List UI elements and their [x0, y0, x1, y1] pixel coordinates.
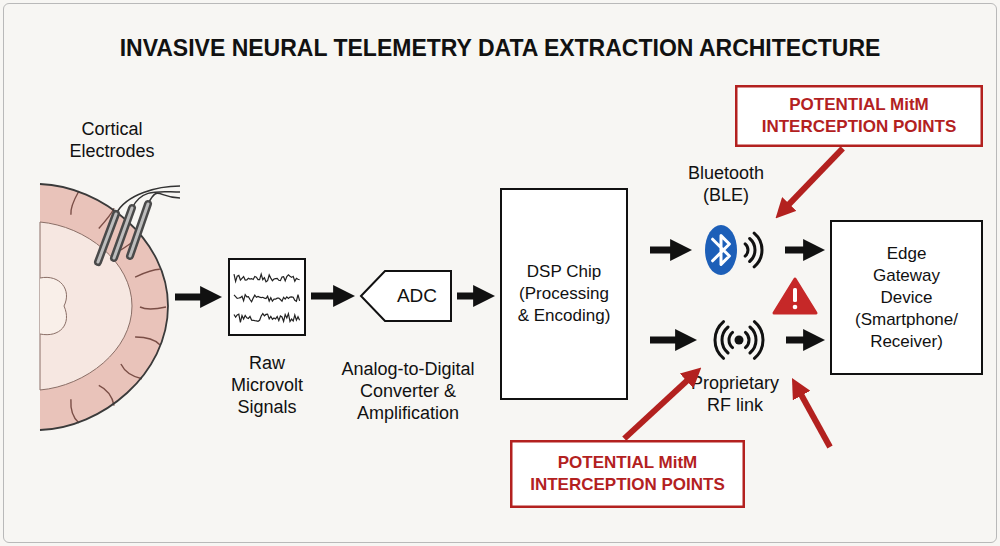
waveform-trace — [234, 295, 300, 302]
signal-wave — [745, 244, 748, 256]
callout-box: POTENTIAL MitM INTERCEPTION POINTS — [735, 85, 983, 147]
flow-arrow — [457, 293, 483, 300]
node-body: DSP Chip (Processing & Encoding) — [500, 188, 628, 400]
bluetooth-rune — [713, 236, 730, 265]
node-body: POTENTIAL MitM INTERCEPTION POINTS — [510, 440, 745, 508]
node-label: Edge Gateway Device (Smartphone/ Receive… — [854, 243, 959, 353]
signal-wave — [745, 332, 749, 347]
signal-wave — [715, 322, 724, 359]
electrode-wire — [132, 192, 180, 208]
warning-dot — [793, 305, 798, 310]
node-body — [40, 178, 170, 434]
box-outline — [501, 189, 627, 399]
adc-block: ADCAnalog-to-Digital Converter & Amplifi… — [360, 270, 452, 322]
signal-frame — [229, 259, 305, 335]
sulcus-line — [71, 399, 79, 423]
cortex-fill — [40, 184, 168, 430]
signal-wave — [750, 239, 755, 262]
box-outline — [831, 221, 982, 374]
node-body — [705, 316, 773, 364]
node-caption: Bluetooth (BLE) — [666, 162, 786, 206]
sulcus-line — [135, 337, 160, 345]
electrode-rod — [130, 204, 148, 256]
sulcus-line — [121, 364, 142, 379]
node-body: Edge Gateway Device (Smartphone/ Receive… — [830, 220, 983, 375]
node-caption: Proprietary RF link — [680, 372, 790, 416]
rf-icon: Proprietary RF link — [705, 316, 773, 364]
bluetooth-icon: Bluetooth (BLE) — [700, 222, 772, 278]
sulcus-line — [71, 191, 79, 215]
signal-wave — [754, 233, 762, 267]
node-body: ADC — [360, 270, 452, 322]
signal-wave — [729, 332, 733, 347]
callout-text: POTENTIAL MitM INTERCEPTION POINTS — [516, 452, 739, 496]
brain-outline — [40, 184, 168, 430]
warning-symbol — [774, 279, 816, 313]
node-label: DSP Chip (Processing & Encoding) — [512, 261, 616, 327]
flow-arrow — [650, 337, 685, 344]
node-caption: Raw Microvolt Signals — [222, 352, 312, 418]
signal-wave — [722, 327, 728, 353]
node-shape — [40, 178, 170, 434]
signal-box: Raw Microvolt Signals — [228, 258, 306, 336]
antenna-dot — [735, 336, 744, 345]
node-shape — [228, 258, 306, 336]
process-box: Edge Gateway Device (Smartphone/ Receive… — [830, 220, 983, 375]
sulcus-line — [99, 385, 114, 405]
brain-illustration: Cortical Electrodes — [40, 178, 170, 434]
node-body — [700, 222, 772, 278]
flow-arrow — [175, 294, 210, 301]
callout-text: POTENTIAL MitM INTERCEPTION POINTS — [745, 94, 973, 138]
callout-outline — [736, 86, 982, 146]
node-shape — [510, 440, 745, 508]
node-caption: Cortical Electrodes — [37, 118, 187, 162]
node-shape — [705, 316, 773, 364]
adc-outline — [361, 271, 451, 321]
flow-arrow — [785, 247, 813, 254]
flow-arrow — [650, 247, 680, 254]
node-label: ADC — [397, 285, 437, 307]
edge-group — [175, 148, 843, 438]
callout-outline — [511, 441, 744, 507]
bluetooth-badge — [705, 225, 737, 275]
node-caption: Analog-to-Digital Converter & Amplificat… — [328, 358, 488, 424]
warning-triangle — [774, 279, 816, 313]
interception-arrow — [782, 148, 842, 211]
node-shape — [700, 222, 772, 278]
node-body: POTENTIAL MitM INTERCEPTION POINTS — [735, 85, 983, 147]
waveform-trace — [234, 314, 300, 323]
sulcus-line — [135, 269, 160, 277]
process-box: DSP Chip (Processing & Encoding) — [500, 188, 628, 400]
corpus-callosum — [40, 277, 67, 334]
diagram-title: INVASIVE NEURAL TELEMETRY DATA EXTRACTIO… — [0, 34, 1000, 62]
pointer-arrow — [797, 387, 830, 447]
node-body — [228, 258, 306, 336]
sulcus-line — [140, 307, 166, 309]
interception-arrow — [624, 374, 694, 438]
waveform-trace — [234, 274, 300, 282]
signal-wave — [754, 322, 763, 359]
node-shape — [735, 85, 983, 147]
electrode-shine — [130, 204, 148, 256]
callout-box: POTENTIAL MitM INTERCEPTION POINTS — [510, 440, 745, 508]
electrode-wire — [148, 193, 180, 204]
signal-wave — [750, 327, 756, 353]
flow-arrow — [786, 337, 813, 344]
warning-mark — [793, 288, 797, 302]
flow-arrow — [311, 293, 343, 300]
